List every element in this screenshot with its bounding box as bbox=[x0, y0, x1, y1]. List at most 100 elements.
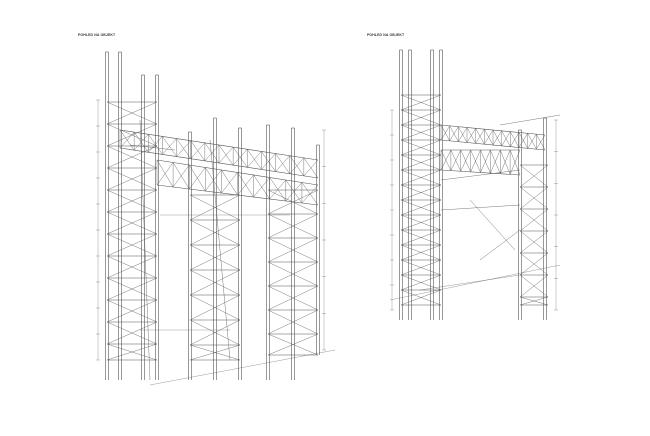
truss-diagonal bbox=[466, 128, 476, 143]
truss-diagonal bbox=[460, 149, 471, 172]
brace bbox=[189, 294, 241, 321]
brace bbox=[106, 101, 158, 125]
brace bbox=[189, 194, 241, 221]
brace bbox=[106, 145, 158, 169]
brace bbox=[106, 189, 158, 213]
stair bbox=[499, 114, 561, 126]
brace bbox=[400, 259, 442, 276]
right-elevation bbox=[389, 49, 561, 320]
truss-diagonal bbox=[509, 149, 521, 175]
truss-diagonal bbox=[190, 142, 206, 159]
brace bbox=[400, 154, 442, 171]
truss-diagonal bbox=[285, 182, 303, 202]
right-drawing-title: POHLED NA OBJEKT bbox=[367, 33, 405, 37]
brace bbox=[106, 321, 158, 345]
truss-diagonal bbox=[253, 177, 270, 198]
brace bbox=[189, 344, 241, 361]
brace bbox=[400, 289, 442, 306]
truss-diagonal bbox=[172, 164, 190, 188]
truss-diagonal bbox=[176, 140, 191, 157]
brace bbox=[519, 208, 549, 232]
brace bbox=[267, 213, 319, 239]
truss-diagonal bbox=[247, 151, 262, 168]
brace bbox=[267, 237, 319, 263]
truss-diagonal bbox=[301, 184, 319, 204]
brace bbox=[400, 244, 442, 261]
brace bbox=[106, 211, 158, 235]
brace bbox=[400, 229, 442, 246]
truss-diagonal bbox=[490, 149, 501, 174]
truss-diagonal bbox=[303, 159, 319, 176]
brace bbox=[400, 94, 442, 111]
ground-line bbox=[389, 264, 561, 301]
truss-diagonal bbox=[492, 130, 502, 146]
truss-diagonal bbox=[518, 133, 528, 148]
truss-diagonal bbox=[500, 149, 511, 174]
truss-diagonal bbox=[450, 149, 461, 171]
brace bbox=[519, 164, 549, 188]
deck bbox=[440, 204, 521, 211]
truss-diagonal bbox=[289, 157, 305, 174]
truss-diagonal bbox=[527, 134, 537, 149]
brace bbox=[106, 277, 158, 301]
truss-diagonal bbox=[148, 136, 163, 153]
brace bbox=[400, 139, 442, 156]
brace bbox=[519, 274, 549, 298]
brace bbox=[400, 274, 442, 291]
brace bbox=[519, 230, 549, 254]
truss-diagonal bbox=[204, 144, 220, 161]
brace bbox=[106, 123, 158, 147]
brace bbox=[106, 299, 158, 323]
truss-diagonal bbox=[205, 169, 222, 192]
brace bbox=[400, 124, 442, 141]
truss-diagonal bbox=[470, 149, 481, 172]
truss-diagonal bbox=[162, 138, 177, 155]
brace bbox=[400, 184, 442, 201]
truss-diagonal bbox=[440, 125, 450, 141]
ground-line bbox=[149, 349, 336, 386]
stair bbox=[209, 139, 231, 361]
truss-diagonal bbox=[269, 179, 286, 200]
stair bbox=[479, 229, 521, 261]
stair bbox=[139, 119, 151, 381]
truss-diagonal bbox=[484, 129, 494, 145]
stair bbox=[129, 144, 176, 151]
truss-diagonal bbox=[501, 131, 511, 146]
truss-diagonal bbox=[440, 149, 452, 171]
brace bbox=[106, 233, 158, 257]
left-drawing-title: POHLED NA OBJEKT bbox=[78, 33, 116, 37]
brace bbox=[267, 261, 319, 287]
truss-diagonal bbox=[536, 134, 546, 150]
brace bbox=[106, 255, 158, 279]
brace bbox=[267, 285, 319, 311]
truss-diagonal bbox=[232, 149, 248, 166]
brace bbox=[519, 186, 549, 210]
truss-diagonal bbox=[510, 132, 520, 147]
brace bbox=[519, 296, 549, 306]
truss-diagonal bbox=[475, 129, 485, 144]
brace bbox=[106, 167, 158, 191]
left-elevation bbox=[96, 51, 336, 386]
brace bbox=[400, 169, 442, 186]
brace bbox=[267, 333, 319, 356]
truss-diagonal bbox=[218, 147, 234, 164]
truss-diagonal bbox=[221, 172, 238, 194]
brace bbox=[189, 219, 241, 246]
stair bbox=[469, 199, 516, 251]
truss-diagonal bbox=[237, 174, 254, 196]
brace bbox=[189, 269, 241, 296]
truss-diagonal bbox=[458, 127, 468, 142]
brace bbox=[519, 252, 549, 276]
truss-diagonal bbox=[449, 126, 459, 141]
brace bbox=[400, 214, 442, 231]
truss-diagonal bbox=[119, 132, 135, 149]
brace bbox=[189, 244, 241, 271]
truss-diagonal bbox=[156, 162, 174, 186]
brace bbox=[189, 319, 241, 346]
truss-diagonal bbox=[133, 134, 149, 151]
truss-diagonal bbox=[261, 153, 276, 170]
truss-diagonal bbox=[480, 149, 491, 173]
truss-diagonal bbox=[275, 155, 290, 172]
